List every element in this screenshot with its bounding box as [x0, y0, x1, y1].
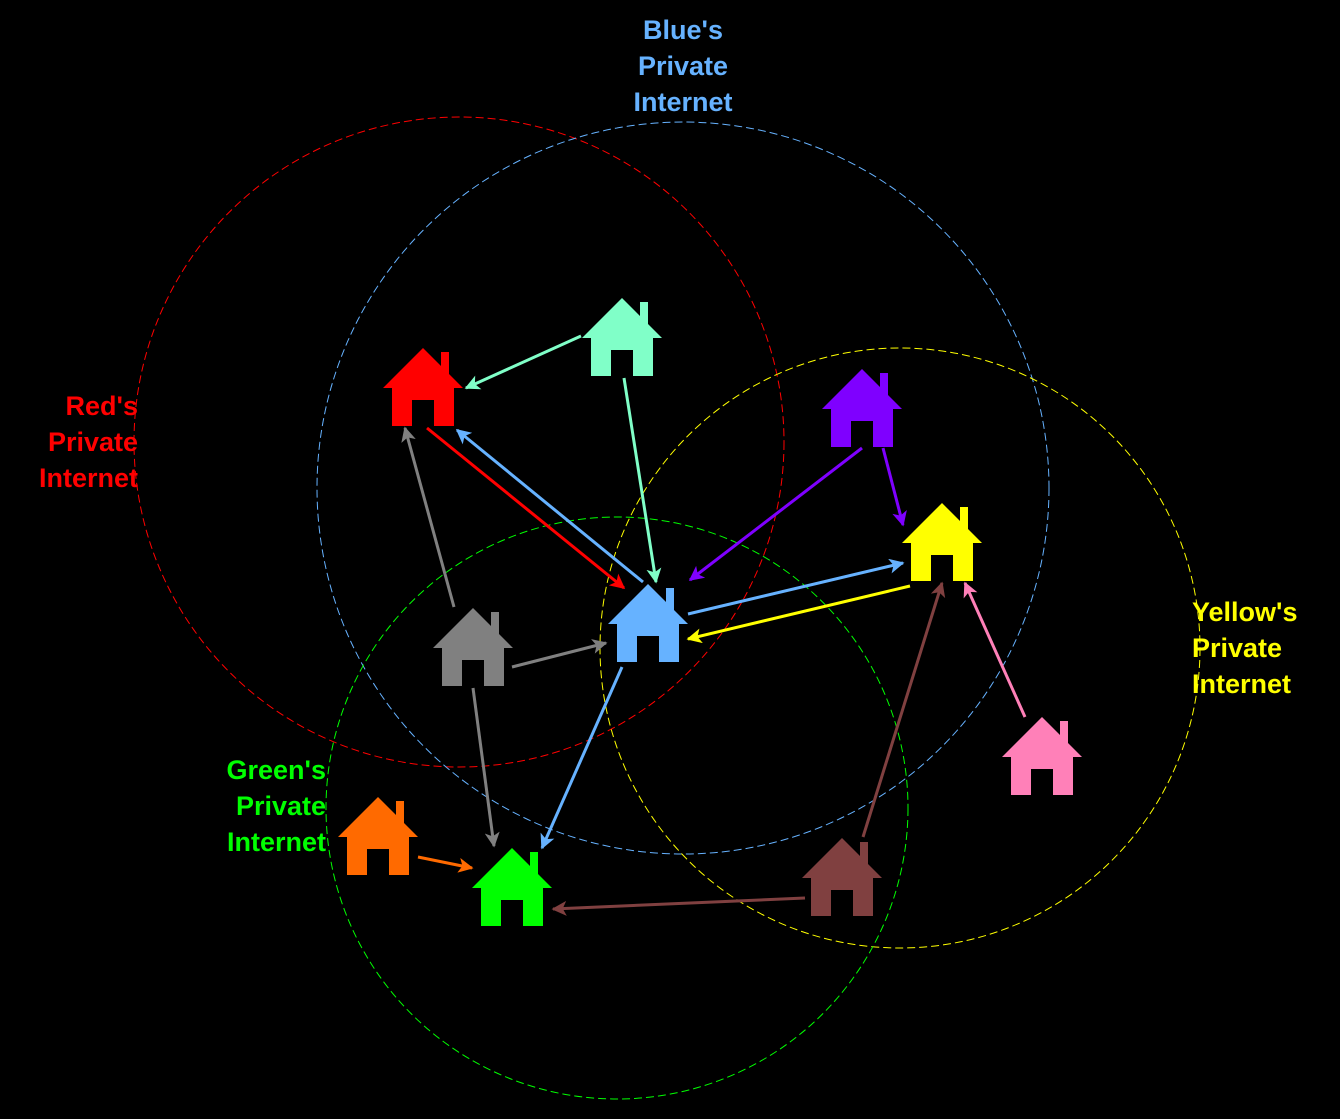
link-arrow-gray-to-blue [511, 639, 608, 669]
house-nodes [338, 298, 1082, 926]
link-arrow-yellow-to-blue [686, 584, 911, 644]
house-icon-red [383, 348, 463, 426]
house-icon-purple [822, 369, 902, 447]
link-arrow-brown-to-green [551, 896, 806, 916]
region-label-green-line3: Internet [226, 827, 326, 857]
region-label-green-line2: Private [235, 791, 326, 821]
region-label-red: Red's Private Internet [14, 388, 138, 496]
link-arrow-gray-to-red [401, 426, 456, 608]
house-icon-yellow [902, 503, 982, 581]
house-icon-blue [608, 584, 688, 662]
region-label-yellow: Yellow's Private Internet [1192, 594, 1332, 702]
region-label-blue-line2: Private [637, 51, 729, 81]
region-label-blue-line1: Blue's [643, 15, 723, 45]
link-arrow-purple-to-yellow [881, 447, 907, 527]
link-arrow-mint-to-blue [622, 377, 662, 584]
region-circle-blue [316, 121, 1050, 855]
house-icon [383, 348, 463, 426]
link-arrow-mint-to-red [464, 334, 582, 390]
house-icon [582, 298, 662, 376]
house-icon-mint [582, 298, 662, 376]
region-circle-green [325, 516, 909, 1100]
link-arrow-pink-to-yellow [963, 581, 1027, 718]
region-label-blue-line3: Internet [633, 87, 733, 117]
house-icon-gray [433, 608, 513, 686]
region-label-red-line3: Internet [38, 463, 138, 493]
region-label-yellow-line1: Yellow's [1192, 597, 1298, 627]
region-label-red-line1: Red's [65, 391, 138, 421]
link-arrow-red-to-blue [426, 426, 626, 590]
region-label-green-line1: Green's [226, 755, 326, 785]
house-icon-pink [1002, 717, 1082, 795]
region-label-yellow-line3: Internet [1192, 669, 1292, 699]
house-icon [608, 584, 688, 662]
house-icon [433, 608, 513, 686]
house-icon [472, 848, 552, 926]
region-label-red-line2: Private [47, 427, 138, 457]
house-icon-green [472, 848, 552, 926]
house-icon [1002, 717, 1082, 795]
link-arrow-brown-to-yellow [861, 581, 946, 838]
region-label-yellow-line2: Private [1192, 633, 1283, 663]
house-icon [802, 838, 882, 916]
link-arrow-blue-to-green [540, 666, 624, 850]
link-arrow-gray-to-green [471, 687, 500, 848]
region-label-green: Green's Private Internet [196, 752, 326, 860]
region-circle-yellow [599, 347, 1201, 949]
house-icon [902, 503, 982, 581]
house-icon-brown [802, 838, 882, 916]
house-icon-orange [338, 797, 418, 875]
link-arrow-purple-to-blue [688, 446, 863, 582]
region-label-blue: Blue's Private Internet [610, 12, 756, 120]
link-arrow-orange-to-green [417, 855, 474, 873]
house-icon [822, 369, 902, 447]
link-arrow-blue-to-yellow [687, 558, 905, 616]
house-icon [338, 797, 418, 875]
region-circle-red [133, 116, 785, 768]
link-arrows [401, 334, 1027, 916]
link-arrow-blue-to-red [455, 428, 644, 584]
